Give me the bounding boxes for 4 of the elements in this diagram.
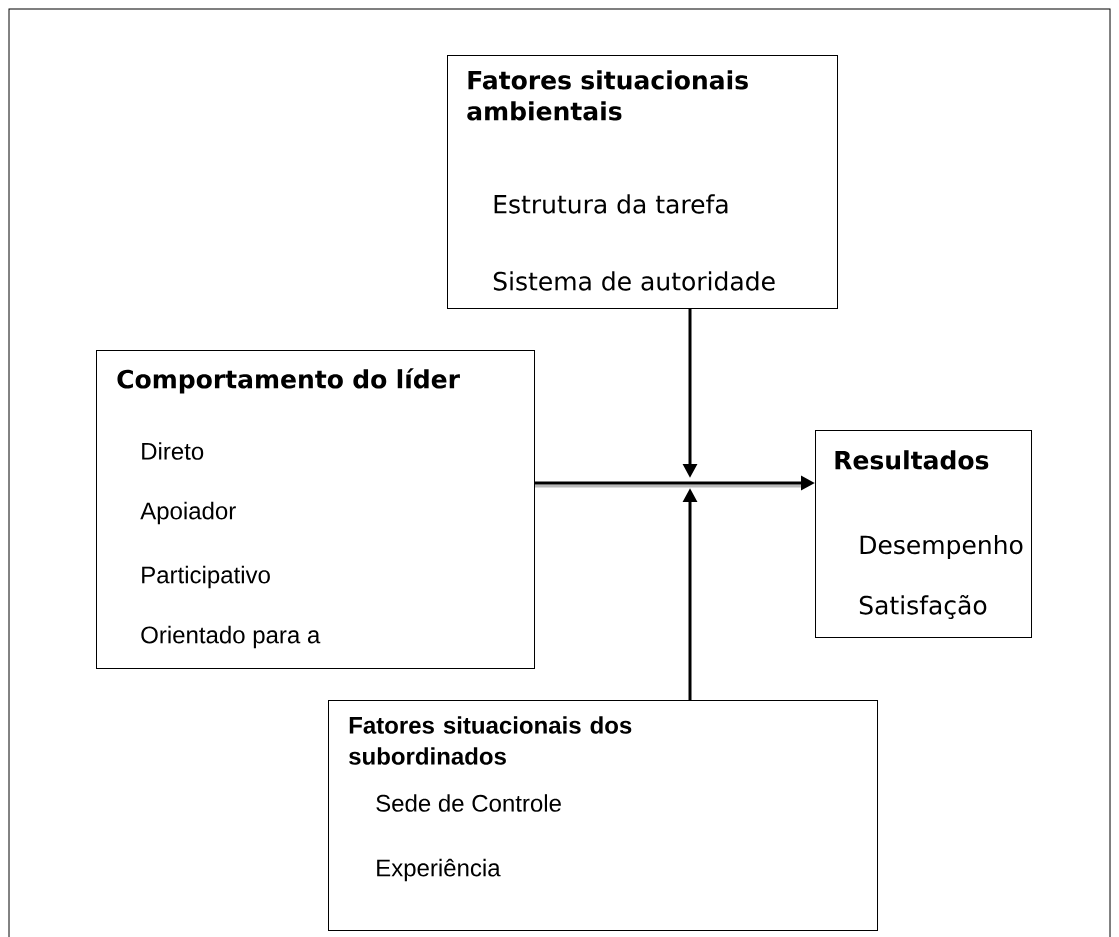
text-box: Fatores situacionais ambientais Estrutura da tarefa Sistema de autoridade (447, 55, 838, 309)
text-box: Fatores situacionais dos subordinados Sede de Controle Experiência (328, 700, 878, 931)
text-box: Comportamento do líder Direto Apoiador Participativo Orientado para a (96, 350, 535, 669)
text-box: Resultados Desempenho Satisfação (815, 430, 1032, 638)
